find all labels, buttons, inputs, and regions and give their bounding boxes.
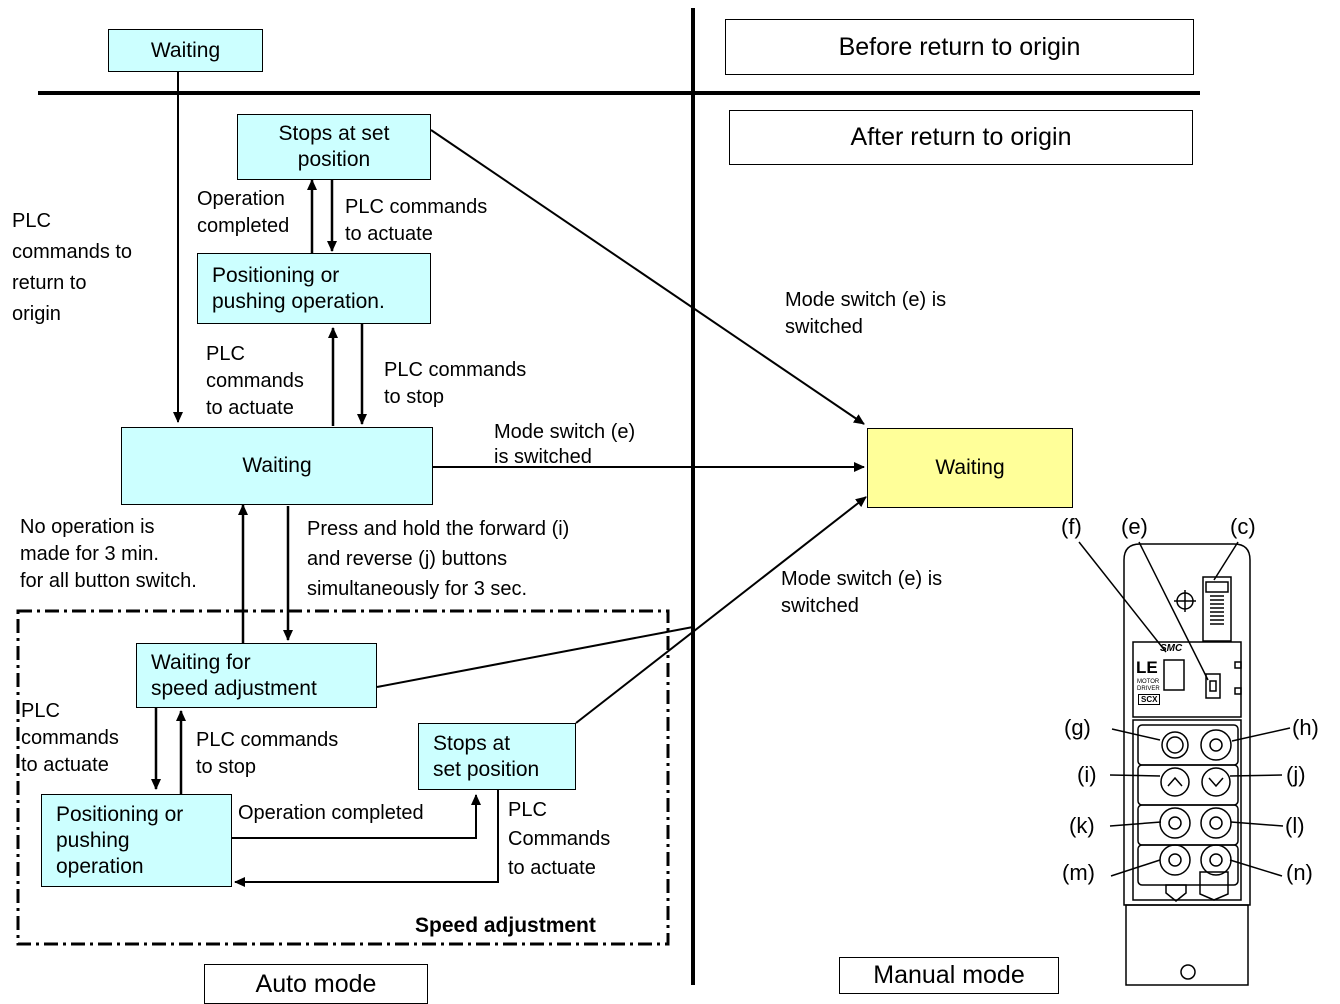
label-plc-commands-actuate-speed: PLC Commands to actuate: [508, 799, 611, 879]
header-before-origin: Before return to origin: [725, 19, 1194, 75]
state-waiting-main: Waiting: [121, 427, 433, 505]
arrow-plc-commands-actuate-speed: [234, 790, 499, 887]
state-stops-at-set-position-speed: Stops at set position: [418, 723, 576, 790]
device-label-l: (l): [1285, 813, 1305, 838]
device-label-c: (c): [1230, 514, 1256, 539]
device-brand: SMC: [1160, 643, 1183, 654]
state-waiting-top: Waiting: [108, 29, 263, 72]
label-operation-completed-speed: Operation completed: [238, 802, 424, 824]
device-label-g: (g): [1064, 715, 1091, 740]
device-label-h: (h): [1292, 715, 1319, 740]
device-sub1: MOTOR: [1137, 679, 1160, 685]
header-auto-mode: Auto mode: [204, 964, 428, 1004]
label-plc-stop-mid: PLC commands to stop: [384, 359, 527, 408]
device-label-e: (e): [1121, 514, 1148, 539]
speed-adjustment-label: Speed adjustment: [415, 914, 596, 937]
arrow-mode-switch-3b: [575, 496, 867, 724]
arrow-mode-switch-1: [430, 129, 865, 425]
label-plc-actuate-mid: PLC commands to actuate: [206, 343, 304, 419]
device-label-i: (i): [1077, 762, 1097, 787]
state-positioning-speed: Positioning or pushing operation: [41, 794, 232, 887]
driver-device: [1123, 543, 1251, 986]
device-sub2: DRIVER: [1137, 686, 1160, 692]
device-label-m: (m): [1062, 860, 1095, 885]
label-plc-stop-speed: PLC commands to stop: [196, 729, 339, 778]
state-waiting-speed: Waiting for speed adjustment: [136, 643, 377, 708]
label-mode-switch-1: Mode switch (e) is switched: [785, 289, 947, 338]
device-label-j: (j): [1286, 762, 1306, 787]
header-after-origin: After return to origin: [729, 110, 1193, 165]
state-positioning-top: Positioning or pushing operation.: [197, 253, 431, 324]
label-plc-return-origin: PLC commands to return to origin: [12, 210, 133, 325]
device-label-k: (k): [1069, 813, 1095, 838]
speed-adjustment-frame: [16, 609, 670, 946]
device-label-n: (n): [1286, 860, 1313, 885]
device-leader-lines: [1078, 541, 1291, 877]
label-mode-switch-2: Mode switch (e) is switched: [494, 421, 636, 468]
arrow-mode-switch-3a: [376, 626, 694, 688]
label-mode-switch-3: Mode switch (e) is switched: [781, 568, 943, 617]
device-model: LE: [1136, 658, 1158, 677]
device-sub3: SCX: [1138, 694, 1161, 705]
label-no-operation: No operation is made for 3 min. for all …: [20, 516, 197, 592]
header-manual-mode: Manual mode: [839, 957, 1059, 994]
arrow-operation-completed-speed: [232, 794, 481, 839]
label-operation-completed-top: Operation completed: [197, 188, 290, 237]
label-plc-actuate-top: PLC commands to actuate: [345, 196, 488, 245]
state-stops-at-set-position: Stops at set position: [237, 114, 431, 180]
device-label-f: (f): [1061, 514, 1082, 539]
label-press-hold: Press and hold the forward (i) and rever…: [307, 518, 570, 600]
state-waiting-manual: Waiting: [867, 428, 1073, 508]
label-plc-actuate-left: PLC commands to actuate: [21, 700, 119, 776]
